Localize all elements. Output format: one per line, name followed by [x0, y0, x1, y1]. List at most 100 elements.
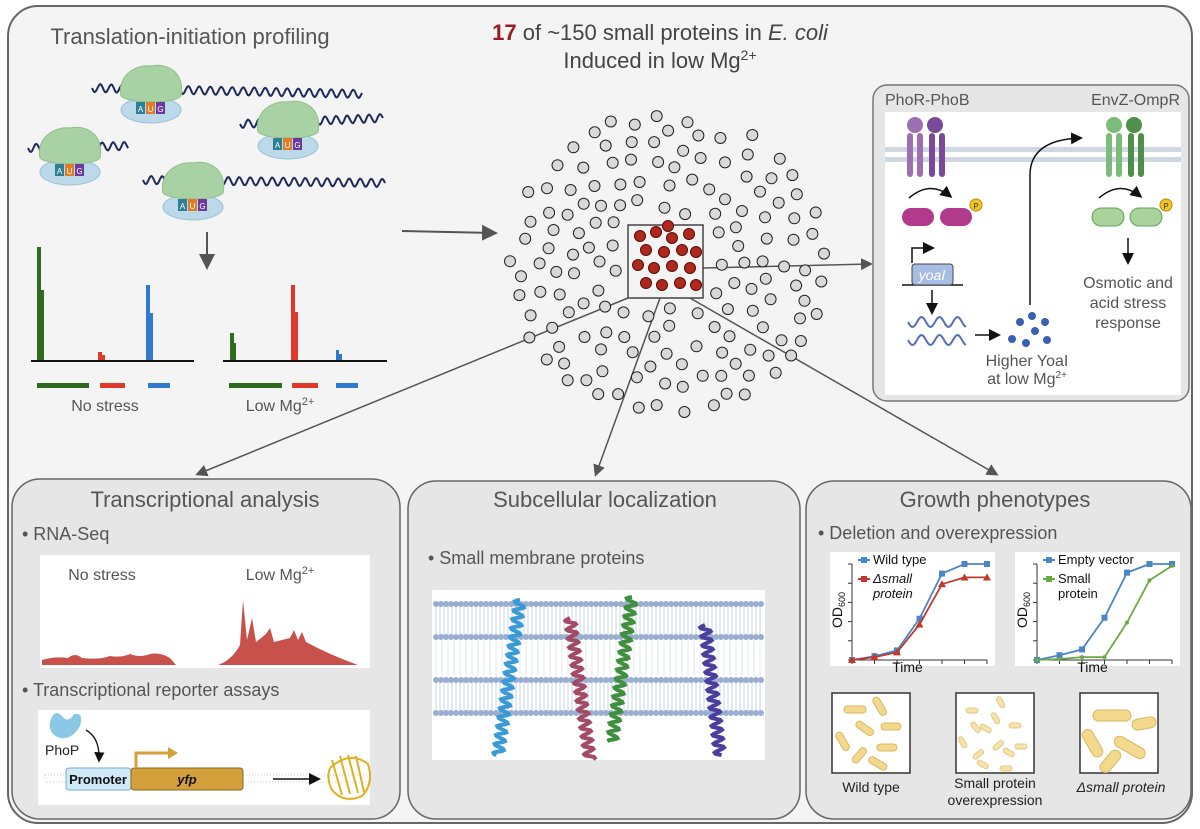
small-protein-dot — [541, 182, 553, 195]
small-protein-dot — [588, 180, 601, 192]
small-protein-dot — [524, 309, 537, 322]
small-protein-dot — [690, 340, 703, 353]
small-protein-dot — [572, 227, 585, 240]
small-protein-dot — [738, 388, 751, 401]
small-protein-dot — [691, 307, 704, 320]
svg-text:A: A — [138, 105, 144, 114]
small-protein-dot — [772, 196, 785, 209]
small-protein-cloud — [504, 110, 830, 418]
svg-text:U: U — [190, 202, 196, 211]
small-protein-dot — [578, 331, 591, 343]
small-protein-dot — [720, 387, 733, 400]
small-protein-dot — [707, 399, 720, 412]
small-protein-dot — [631, 194, 644, 207]
svg-text:U: U — [67, 167, 73, 176]
small-protein-dot — [650, 110, 663, 123]
yfp-label: yfp — [176, 772, 197, 787]
outcome-line: acid stress — [1090, 295, 1166, 312]
small-protein-dot — [599, 300, 612, 313]
legend-label: protein — [872, 586, 913, 601]
small-protein-dot — [607, 216, 620, 229]
rnaseq-label: No stress — [68, 567, 136, 584]
small-protein-dot — [546, 321, 559, 334]
small-protein-dot — [628, 118, 641, 131]
small-protein-dot — [746, 129, 759, 141]
small-protein-dot — [582, 241, 595, 254]
small-protein-dot — [703, 183, 716, 196]
small-protein-dot — [659, 377, 672, 390]
yoai-gene: yoaI — [918, 267, 946, 283]
small-protein-dot — [736, 205, 748, 217]
profile-plot-no-stress — [31, 247, 194, 388]
cell-label-overexpression: Small protein — [954, 775, 1036, 791]
small-protein-dot — [600, 326, 613, 339]
svg-text:U: U — [148, 105, 154, 114]
small-protein-dot — [729, 357, 742, 370]
small-protein-dot — [719, 156, 731, 169]
svg-text:P: P — [973, 202, 978, 211]
small-protein-dot — [756, 255, 769, 268]
small-protein-dot — [729, 221, 742, 234]
induced-protein-dot — [676, 244, 688, 256]
data-point — [938, 580, 946, 588]
small-protein-dot — [728, 277, 741, 289]
cell-image-wild-type — [831, 692, 911, 774]
growth-bullet: • Deletion and overexpression — [818, 523, 1057, 543]
small-protein-dot — [676, 380, 689, 393]
phob-phosphorylated — [940, 208, 972, 226]
small-protein-dot — [617, 306, 630, 319]
induced-protein-dot — [674, 277, 686, 289]
small-protein-dot — [589, 216, 602, 229]
small-protein-dot — [798, 294, 811, 307]
small-protein-dot — [523, 331, 536, 344]
small-protein-dot — [723, 330, 736, 343]
legend-marker — [861, 557, 867, 563]
legend-marker — [1046, 576, 1052, 582]
data-point — [1079, 646, 1085, 653]
induced-protein-dot — [690, 246, 702, 258]
small-protein-dot — [524, 215, 537, 228]
small-protein-dot — [764, 293, 777, 306]
rnaseq-label: Low Mg2+ — [246, 565, 315, 584]
small-protein-dot — [564, 184, 577, 196]
small-protein-dot — [762, 349, 775, 362]
small-protein-dot — [604, 115, 617, 128]
legend-marker — [1046, 557, 1052, 563]
header-title: 17 of ~150 small proteins in E. coli — [492, 20, 829, 45]
small-protein-dot — [540, 353, 553, 366]
superscript: 2+ — [741, 47, 757, 63]
legend-label: protein — [1058, 586, 1098, 601]
small-protein-dot — [592, 284, 605, 297]
ompr-phosphorylated — [1129, 207, 1163, 227]
small-protein-dot — [562, 306, 575, 319]
data-point — [1124, 569, 1130, 576]
small-protein-dot — [630, 371, 643, 384]
rnaseq-coverage-no-stress — [42, 653, 176, 665]
small-protein-dot — [606, 156, 619, 169]
svg-text:A: A — [57, 167, 63, 176]
cell-label-overexpression: overexpression — [948, 792, 1043, 808]
arrow-to-growth — [689, 297, 999, 476]
induced-protein-dot — [683, 228, 695, 240]
induced-protein-dots — [632, 220, 702, 291]
small-protein-dot — [663, 319, 676, 332]
small-protein-dot — [790, 279, 803, 292]
data-point — [1146, 561, 1153, 567]
no-stress-label: No stress — [71, 398, 139, 415]
induced-protein-dot — [666, 260, 678, 272]
small-protein-dot — [790, 188, 803, 201]
data-point — [870, 653, 879, 661]
svg-text:G: G — [199, 202, 205, 211]
small-protein-dot — [614, 199, 627, 212]
ompr-protein — [1091, 207, 1125, 227]
mrna-icon — [907, 316, 967, 328]
y-axis-label: OD600 — [829, 592, 847, 628]
cell-label-deletion: Δsmall protein — [1076, 779, 1166, 795]
data-point — [1080, 655, 1084, 660]
small-protein-dot — [577, 197, 590, 210]
